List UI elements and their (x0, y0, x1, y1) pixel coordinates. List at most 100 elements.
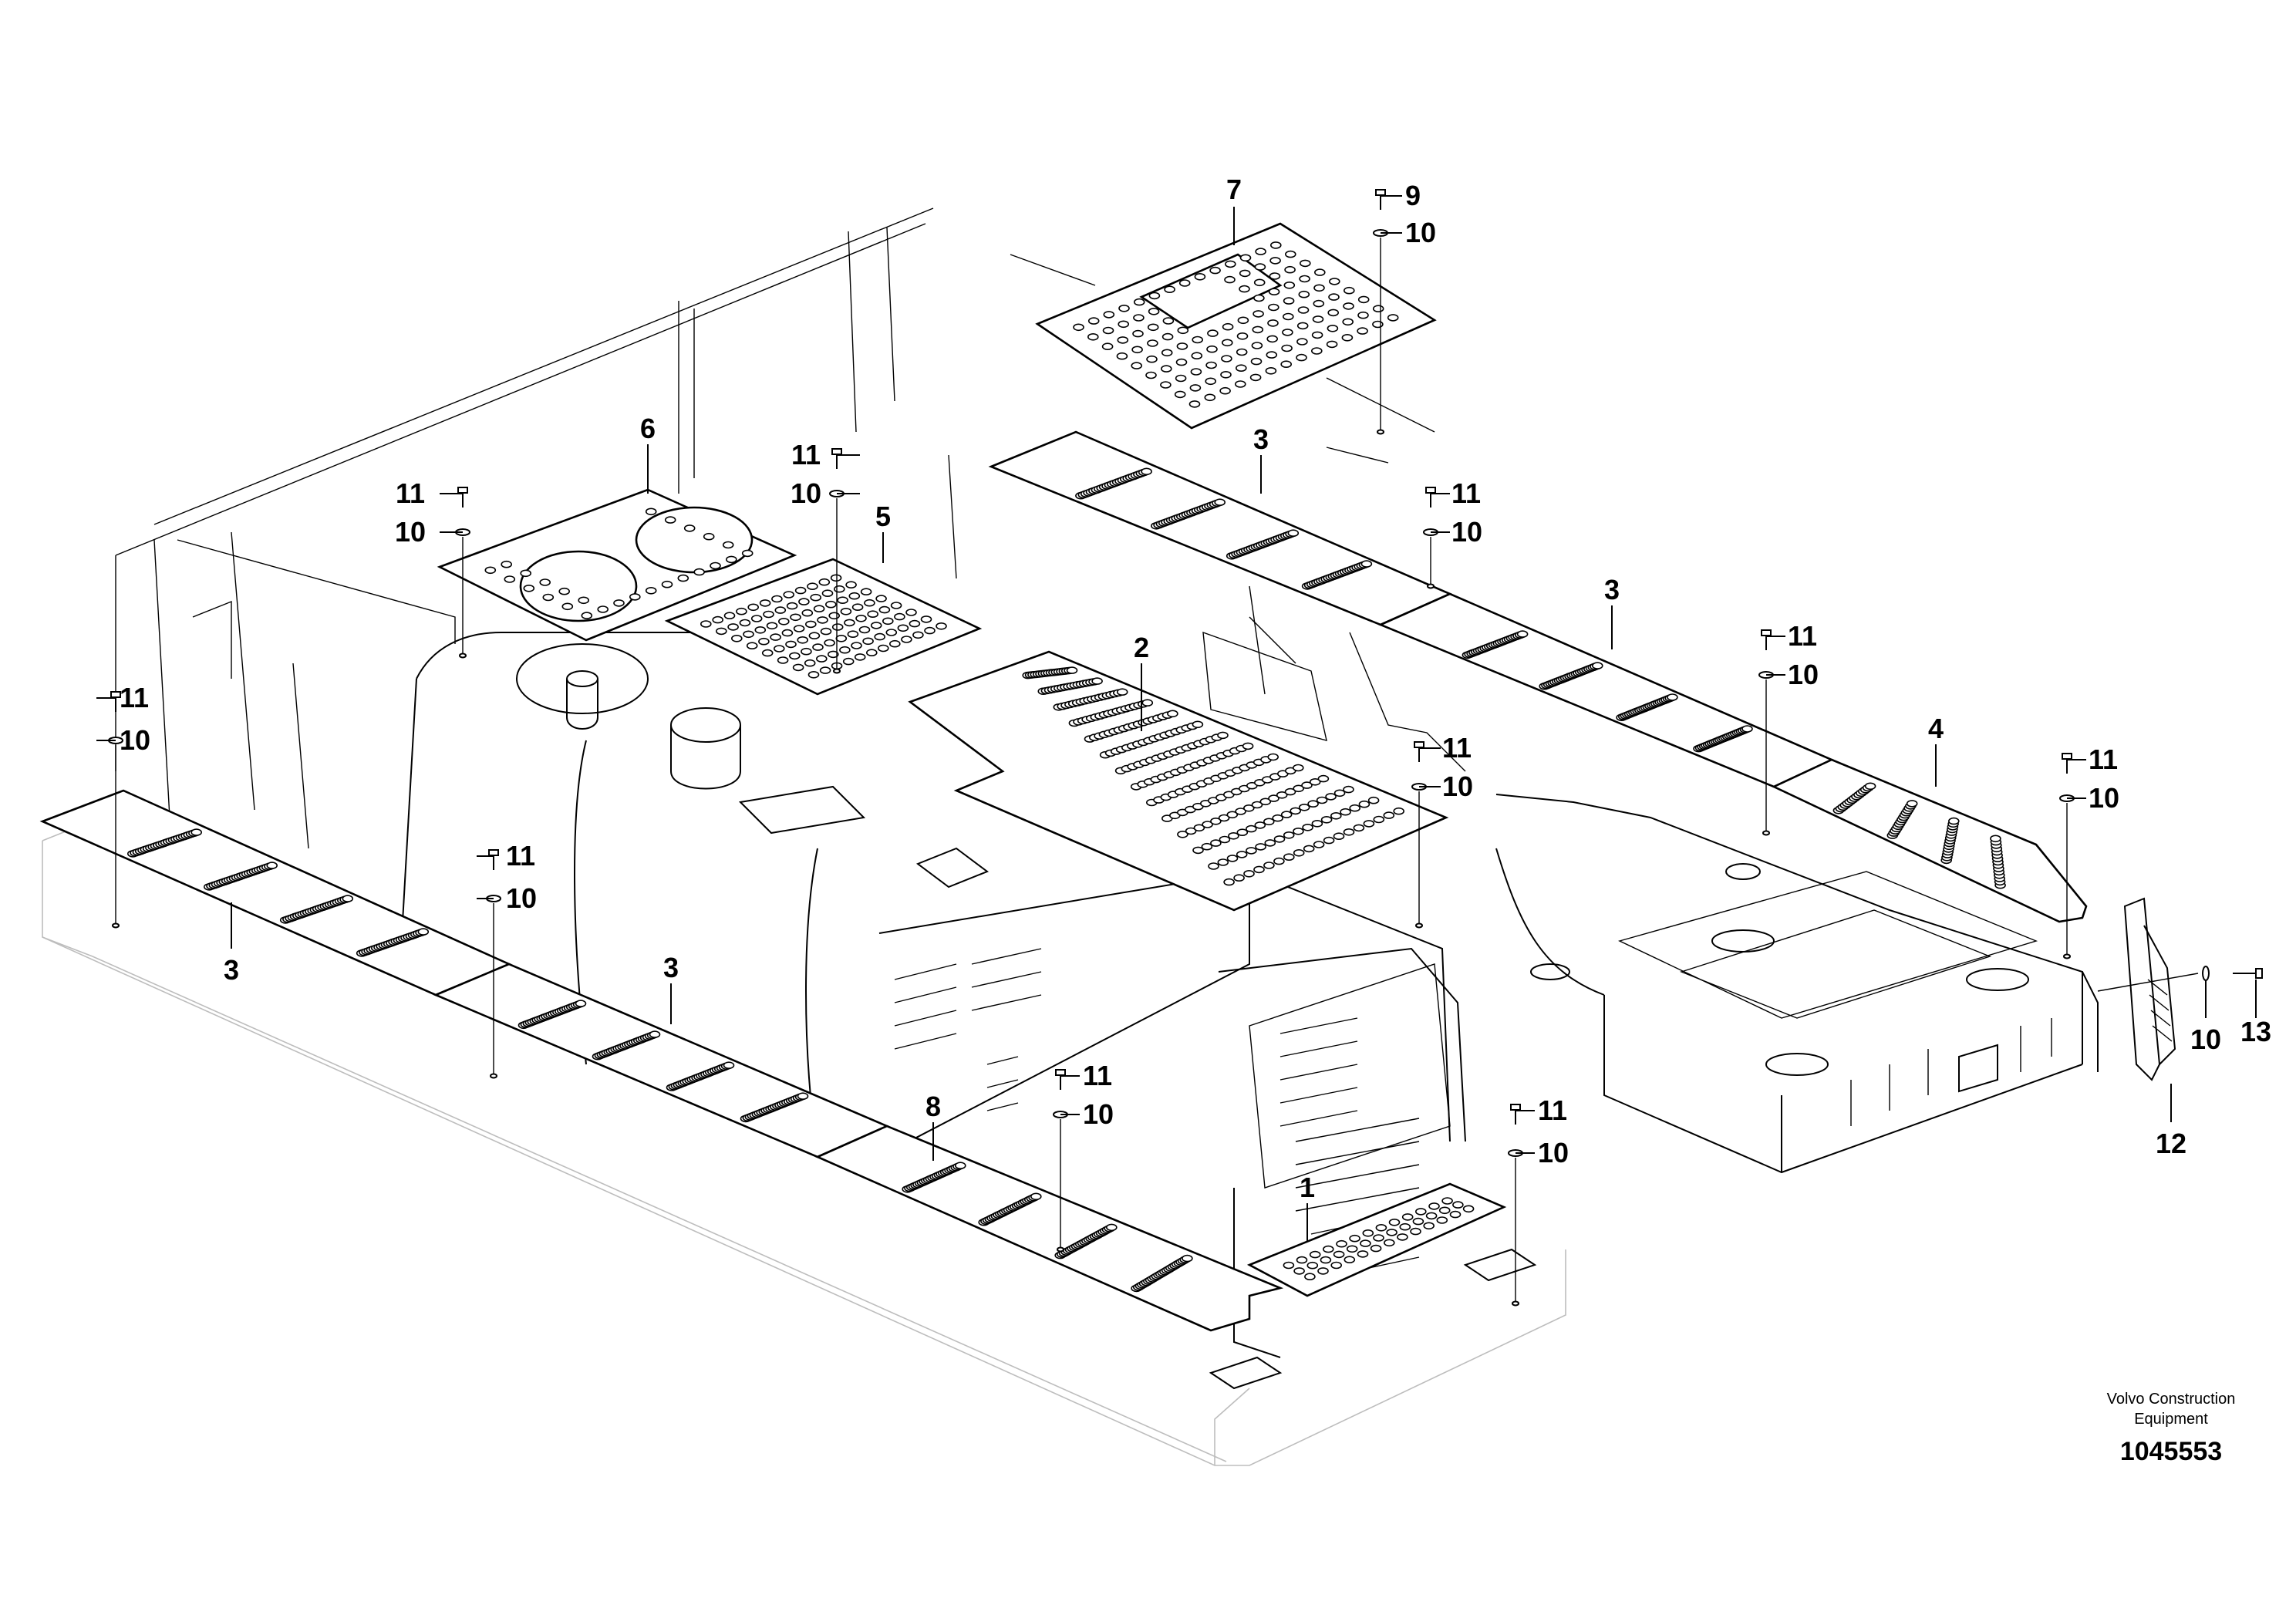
perforation-hole (575, 1000, 587, 1007)
perforation-hole (870, 622, 882, 629)
perforation-hole (1188, 400, 1201, 408)
perforation-hole (1161, 332, 1174, 341)
perforation-hole (1372, 320, 1384, 329)
perforation-hole (1428, 1202, 1440, 1210)
bolt-axis-line (2097, 973, 2199, 992)
perforation-hole (1344, 286, 1355, 295)
perforation-hole (1313, 284, 1325, 292)
mount-hole (1427, 583, 1435, 589)
perforation-hole (1282, 329, 1293, 336)
perforation-hole (810, 593, 821, 602)
perforation-hole (1306, 1261, 1319, 1270)
perforation-hole (770, 633, 781, 641)
perforation-hole (741, 549, 754, 558)
perforation-hole (1133, 314, 1145, 322)
perforation-hole (1225, 260, 1236, 268)
perforation-hole (1342, 318, 1354, 326)
perforation-hole (645, 586, 657, 595)
perforation-hole (1273, 835, 1286, 843)
perforation-hole (1316, 796, 1328, 804)
perforation-hole (1236, 364, 1247, 373)
bolt-head (1425, 487, 1436, 494)
perforation-hole (1311, 331, 1323, 339)
perforation-hole (1343, 785, 1354, 794)
perforation-hole (790, 613, 801, 622)
perforation-hole (1269, 272, 1281, 280)
perforation-hole (847, 630, 859, 639)
perforation-hole (797, 636, 808, 644)
callout-10: 10 (2089, 782, 2119, 814)
perforation-hole (793, 625, 805, 632)
callouts: 7 9 10 6 11 10 11 10 5 3 11 10 3 11 10 2… (120, 174, 2271, 1203)
perforation-hole (1177, 326, 1189, 335)
perforation-hole (1293, 784, 1304, 793)
perforation-hole (1328, 293, 1340, 301)
callout-10: 10 (2190, 1023, 2221, 1055)
perforation-hole (1161, 365, 1172, 373)
perforation-hole (878, 605, 891, 614)
perforation-hole (897, 624, 909, 632)
perforation-hole (1741, 725, 1753, 733)
bolt-head (457, 487, 468, 494)
perforation-hole (889, 639, 901, 648)
perforation-hole (1226, 811, 1239, 819)
perforation-hole (561, 602, 574, 611)
perforation-hole (504, 575, 516, 583)
perforation-hole (1281, 344, 1293, 352)
perforation-hole (1333, 789, 1346, 798)
perforation-hole (1236, 851, 1248, 858)
perforation-hole (1266, 351, 1278, 359)
perforation-hole (878, 644, 889, 653)
callout-12: 12 (2156, 1128, 2186, 1159)
perforation-hole (835, 634, 848, 642)
perforation-hole (1255, 248, 1266, 255)
perforation-hole (190, 828, 202, 836)
perforation-hole (1386, 1229, 1397, 1236)
mount-hole (112, 922, 120, 929)
perforation-hole (1233, 874, 1245, 882)
perforation-hole (1452, 1201, 1464, 1209)
perforation-hole (845, 581, 857, 589)
perforation-hole (1266, 335, 1278, 343)
perforation-hole (1299, 275, 1310, 283)
plate-3-lower-left (39, 789, 512, 996)
perforation-hole (746, 642, 758, 650)
callout-10: 10 (395, 516, 426, 548)
perforation-hole (1311, 347, 1323, 355)
perforation-hole (581, 612, 593, 619)
perforation-hole (1990, 835, 2001, 843)
perforation-hole (1103, 311, 1115, 319)
perforation-hole (1243, 804, 1255, 812)
perforation-hole (712, 615, 724, 624)
perforation-hole (1449, 1210, 1462, 1219)
perforation-hole (1370, 1244, 1382, 1253)
perforation-hole (1222, 339, 1233, 347)
perforation-hole (1255, 843, 1266, 851)
drawing-number: 1045553 (2120, 1437, 2222, 1466)
perforation-hole (1357, 327, 1368, 335)
perforation-hole (1283, 1261, 1295, 1270)
perforation-hole (1164, 285, 1175, 294)
callout-11: 11 (396, 477, 425, 509)
perforation-hole (1309, 777, 1321, 786)
perforation-hole (1167, 710, 1178, 718)
perforation-hole (909, 619, 921, 628)
perforation-hole (1087, 317, 1100, 325)
perforation-hole (1276, 791, 1288, 799)
perforation-hole (1102, 326, 1114, 335)
perforation-hole (1333, 1250, 1345, 1259)
callout-13: 13 (2240, 1016, 2271, 1047)
perforation-hole (1283, 853, 1295, 861)
perforation-hole (1301, 781, 1313, 789)
perforation-hole (792, 663, 804, 672)
perforation-hole (840, 607, 852, 615)
perforation-hole (750, 615, 763, 622)
bolt-head (1375, 189, 1386, 196)
perforation-hole (1320, 816, 1333, 824)
perforation-hole (1148, 307, 1160, 315)
perforation-hole (664, 516, 676, 524)
perforation-hole (1117, 336, 1129, 344)
perforation-hole (1293, 1267, 1305, 1275)
perforation-hole (1236, 348, 1248, 356)
perforation-hole (821, 589, 834, 598)
